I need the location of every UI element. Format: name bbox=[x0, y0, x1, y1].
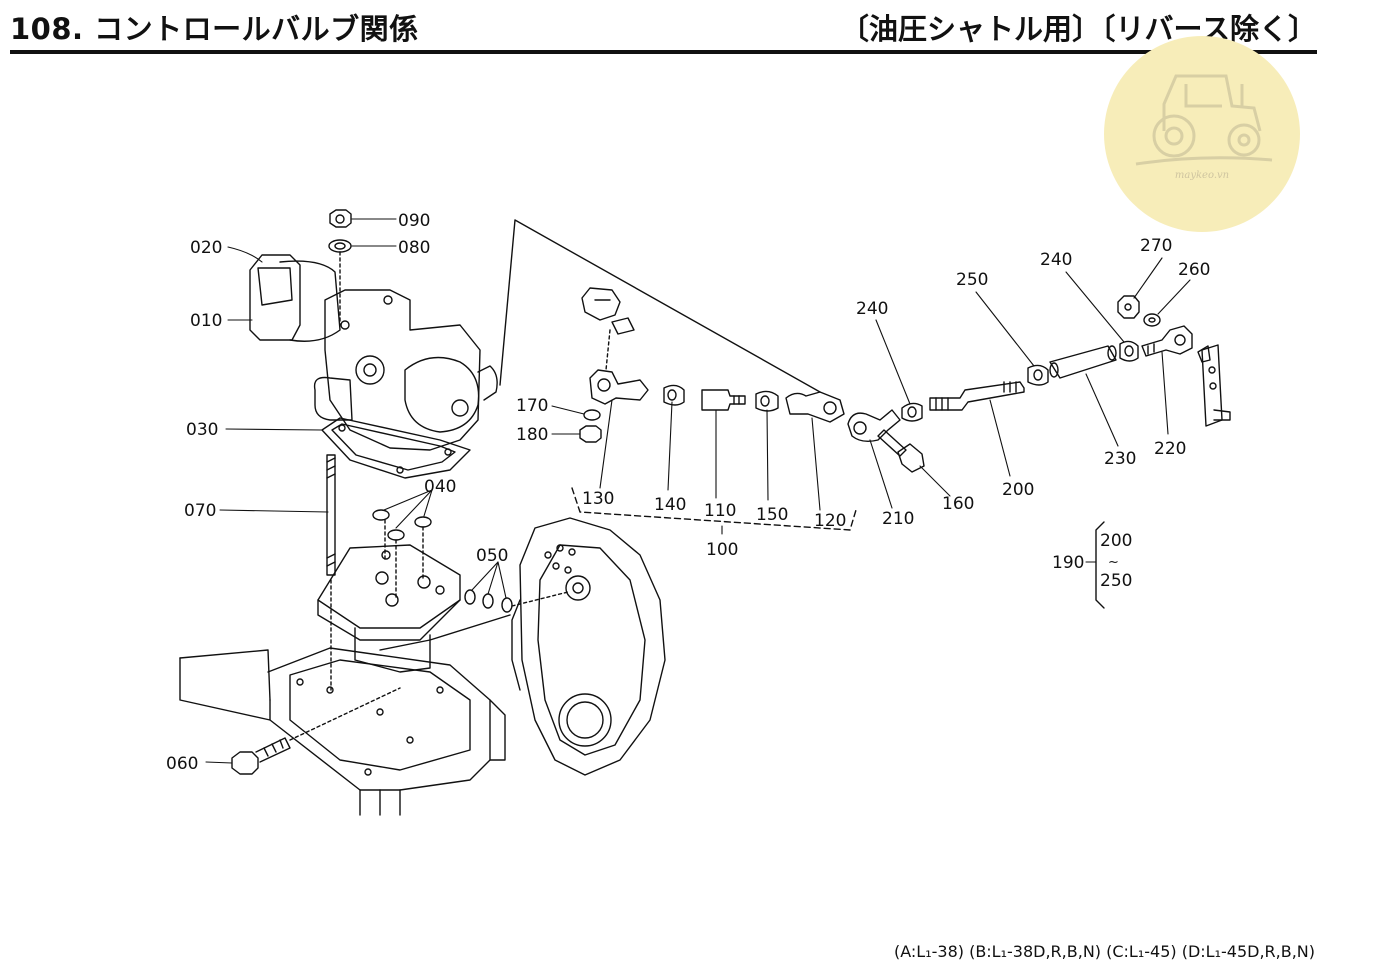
label-050: 050 bbox=[476, 546, 508, 566]
label-140: 140 bbox=[654, 495, 686, 515]
label-130: 130 bbox=[582, 489, 614, 509]
header-rule bbox=[10, 50, 1317, 54]
label-210: 210 bbox=[882, 509, 914, 529]
label-190-tilde: ~ bbox=[1108, 555, 1119, 570]
transmission-case bbox=[511, 517, 666, 776]
label-040: 040 bbox=[424, 477, 456, 497]
nut-250 bbox=[1027, 364, 1049, 386]
label-090: 090 bbox=[398, 211, 430, 231]
label-190-from: 200 bbox=[1100, 531, 1132, 551]
label-270: 270 bbox=[1140, 236, 1172, 256]
nut-150 bbox=[755, 390, 779, 412]
page-header: 108. コントロールバルブ関係 〔油圧シャトル用〕〔リバース除く〕 bbox=[10, 6, 1317, 50]
nut-090 bbox=[329, 209, 352, 228]
nut-180 bbox=[579, 425, 602, 443]
leader-lines bbox=[205, 218, 1191, 764]
washer-260 bbox=[1143, 313, 1161, 327]
part-labels: 090 080 020 010 030 070 040 050 060 170 … bbox=[166, 211, 1210, 774]
label-030: 030 bbox=[186, 420, 218, 440]
nut-270 bbox=[1117, 295, 1140, 319]
stud-bolt-070 bbox=[326, 454, 336, 576]
group-100-bracket bbox=[571, 487, 857, 531]
label-110: 110 bbox=[704, 501, 736, 521]
page-title: 108. コントロールバルブ関係 bbox=[10, 12, 419, 46]
base-frame bbox=[179, 647, 506, 816]
label-150: 150 bbox=[756, 505, 788, 525]
pin-110 bbox=[701, 389, 746, 411]
rod-end-220 bbox=[1141, 325, 1193, 357]
label-240-b: 240 bbox=[1040, 250, 1072, 270]
rod-end-130 bbox=[589, 369, 649, 405]
label-170: 170 bbox=[516, 396, 548, 416]
bolt-160 bbox=[877, 429, 925, 473]
tractor-icon bbox=[1135, 74, 1273, 166]
nut-140 bbox=[663, 384, 685, 406]
nut-240b bbox=[1119, 340, 1139, 362]
label-240-a: 240 bbox=[856, 299, 888, 319]
label-020: 020 bbox=[190, 238, 222, 258]
gasket-030 bbox=[321, 417, 471, 479]
label-190-to: 250 bbox=[1100, 571, 1132, 591]
washer-170 bbox=[583, 409, 601, 421]
bracket-right bbox=[1197, 344, 1231, 427]
label-220: 220 bbox=[1154, 439, 1186, 459]
label-100: 100 bbox=[706, 540, 738, 560]
label-180: 180 bbox=[516, 425, 548, 445]
label-120: 120 bbox=[814, 511, 846, 531]
label-250: 250 bbox=[956, 270, 988, 290]
label-260: 260 bbox=[1178, 260, 1210, 280]
page-subtitle: 〔油圧シャトル用〕〔リバース除く〕 bbox=[839, 12, 1317, 46]
watermark: maykeo.vn bbox=[1104, 36, 1300, 232]
rod-200 bbox=[929, 381, 1025, 411]
nut-240a bbox=[901, 402, 923, 422]
label-060: 060 bbox=[166, 754, 198, 774]
rod-end-120 bbox=[785, 391, 845, 423]
lever-top bbox=[581, 287, 635, 371]
watermark-text: maykeo.vn bbox=[1174, 170, 1230, 181]
bolt-060 bbox=[231, 737, 291, 775]
label-010: 010 bbox=[190, 311, 222, 331]
washer-080 bbox=[328, 239, 352, 253]
label-070: 070 bbox=[184, 501, 216, 521]
set-190-bracket bbox=[1095, 521, 1105, 609]
label-160: 160 bbox=[942, 494, 974, 514]
model-footnote: (A:L₁-38) (B:L₁-38D,R,B,N) (C:L₁-45) (D:… bbox=[893, 942, 1315, 961]
label-080: 080 bbox=[398, 238, 430, 258]
label-200: 200 bbox=[1002, 480, 1034, 500]
sleeve-230 bbox=[1049, 345, 1117, 379]
label-190: 190 bbox=[1052, 553, 1084, 573]
label-230: 230 bbox=[1104, 449, 1136, 469]
ball-joint-210 bbox=[847, 409, 901, 443]
spacer-plate bbox=[317, 544, 511, 673]
control-valve-body bbox=[249, 254, 498, 451]
